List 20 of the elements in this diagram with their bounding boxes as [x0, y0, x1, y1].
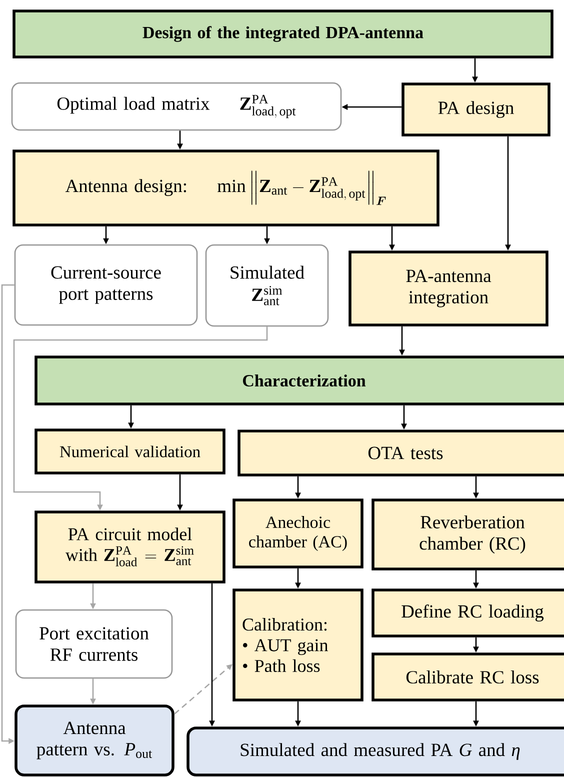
process-box: OTA tests	[238, 430, 564, 476]
process-box: PA-antenna integration	[348, 250, 548, 326]
process-box: Anechoic chamber (AC)	[232, 498, 364, 568]
data-box: Current-source port patterns	[14, 244, 198, 326]
result-box: Simulated and measured PA G and η	[186, 726, 564, 776]
process-box: Calibrate RC loss	[372, 652, 564, 702]
process-box: Reverberation chamber (RC)	[372, 498, 564, 570]
process-box: Define RC loading	[372, 588, 564, 638]
process-box: Antenna design: $\min\left\|\mathbf{Z}_{\mathrm{ant}}-\mathbf{Z}_{\mathrm{load,\,opt}}^{\mathrm{PA}}\right\|_{\boldsymbol{F}}$	[12, 150, 440, 226]
heading-box: Characterization	[34, 356, 564, 406]
process-box: PA circuit model with $\mathbf{Z}_{\mathrm{load}}^{\mathrm{PA}}=\mathbf{Z}_{\mathrm{ant}}^{\mathrm{sim}}$	[34, 510, 226, 584]
process-box: Calibration: • AUT gain • Path loss	[232, 588, 364, 702]
data-box: Simulated $\mathbf{Z}_{\mathrm{ant}}^{\mathrm{sim}}$	[205, 244, 329, 327]
heading-box: Design of the integrated DPA-antenna	[12, 10, 554, 58]
process-box: Numerical validation	[34, 428, 226, 474]
process-box: PA design	[402, 82, 550, 136]
result-box: Antenna pattern vs. P$_{out}$	[14, 704, 174, 776]
arrow	[1, 284, 14, 744]
data-box: Port excitation RF currents	[15, 609, 173, 679]
data-box: Optimal load matrix $\mathbf{Z}_{\mathrm{load,\,opt}}^{\mathrm{PA}}$	[11, 82, 342, 131]
